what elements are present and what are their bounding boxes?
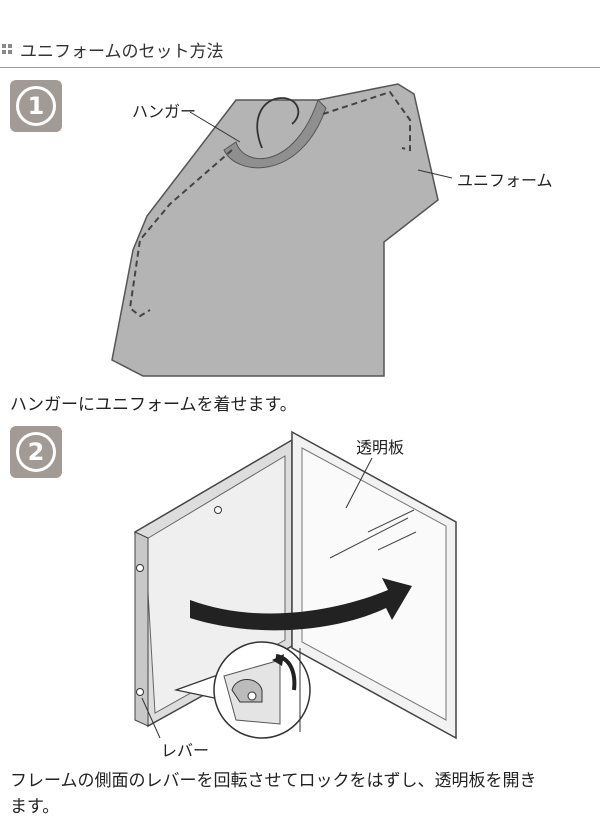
step-2-number: 2 [16, 432, 56, 472]
label-uniform: ユニフォーム [457, 171, 553, 190]
section-title: ユニフォームのセット方法 [20, 42, 224, 62]
header-divider [0, 67, 600, 68]
hanger-hook [256, 97, 300, 149]
label-lever: レバー [161, 741, 210, 760]
step-2-caption-line-2: ます。 [10, 797, 60, 817]
step-2-badge: 2 [10, 426, 62, 478]
tshirt-shape [111, 83, 439, 377]
label-transparent-panel: 透明板 [356, 438, 405, 457]
section-header: ユニフォームのセット方法 [0, 34, 600, 68]
step-1-number: 1 [16, 86, 56, 126]
step-2-caption-line-1: フレームの側面のレバーを回転させてロックをはずし、透明板を開き [10, 771, 537, 791]
open-frame-illustration [134, 430, 457, 740]
hanger-dashed-outline [128, 149, 233, 318]
step-1-badge: 1 [10, 80, 62, 132]
opening-arrow [190, 578, 412, 631]
step-1-caption: ハンガーにユニフォームを着せます。 [10, 395, 297, 415]
tshirt-collar [223, 99, 327, 169]
tshirt-on-hanger-illustration [111, 83, 453, 377]
label-hanger: ハンガー [132, 102, 197, 121]
grid-bullet-icon [2, 44, 12, 54]
